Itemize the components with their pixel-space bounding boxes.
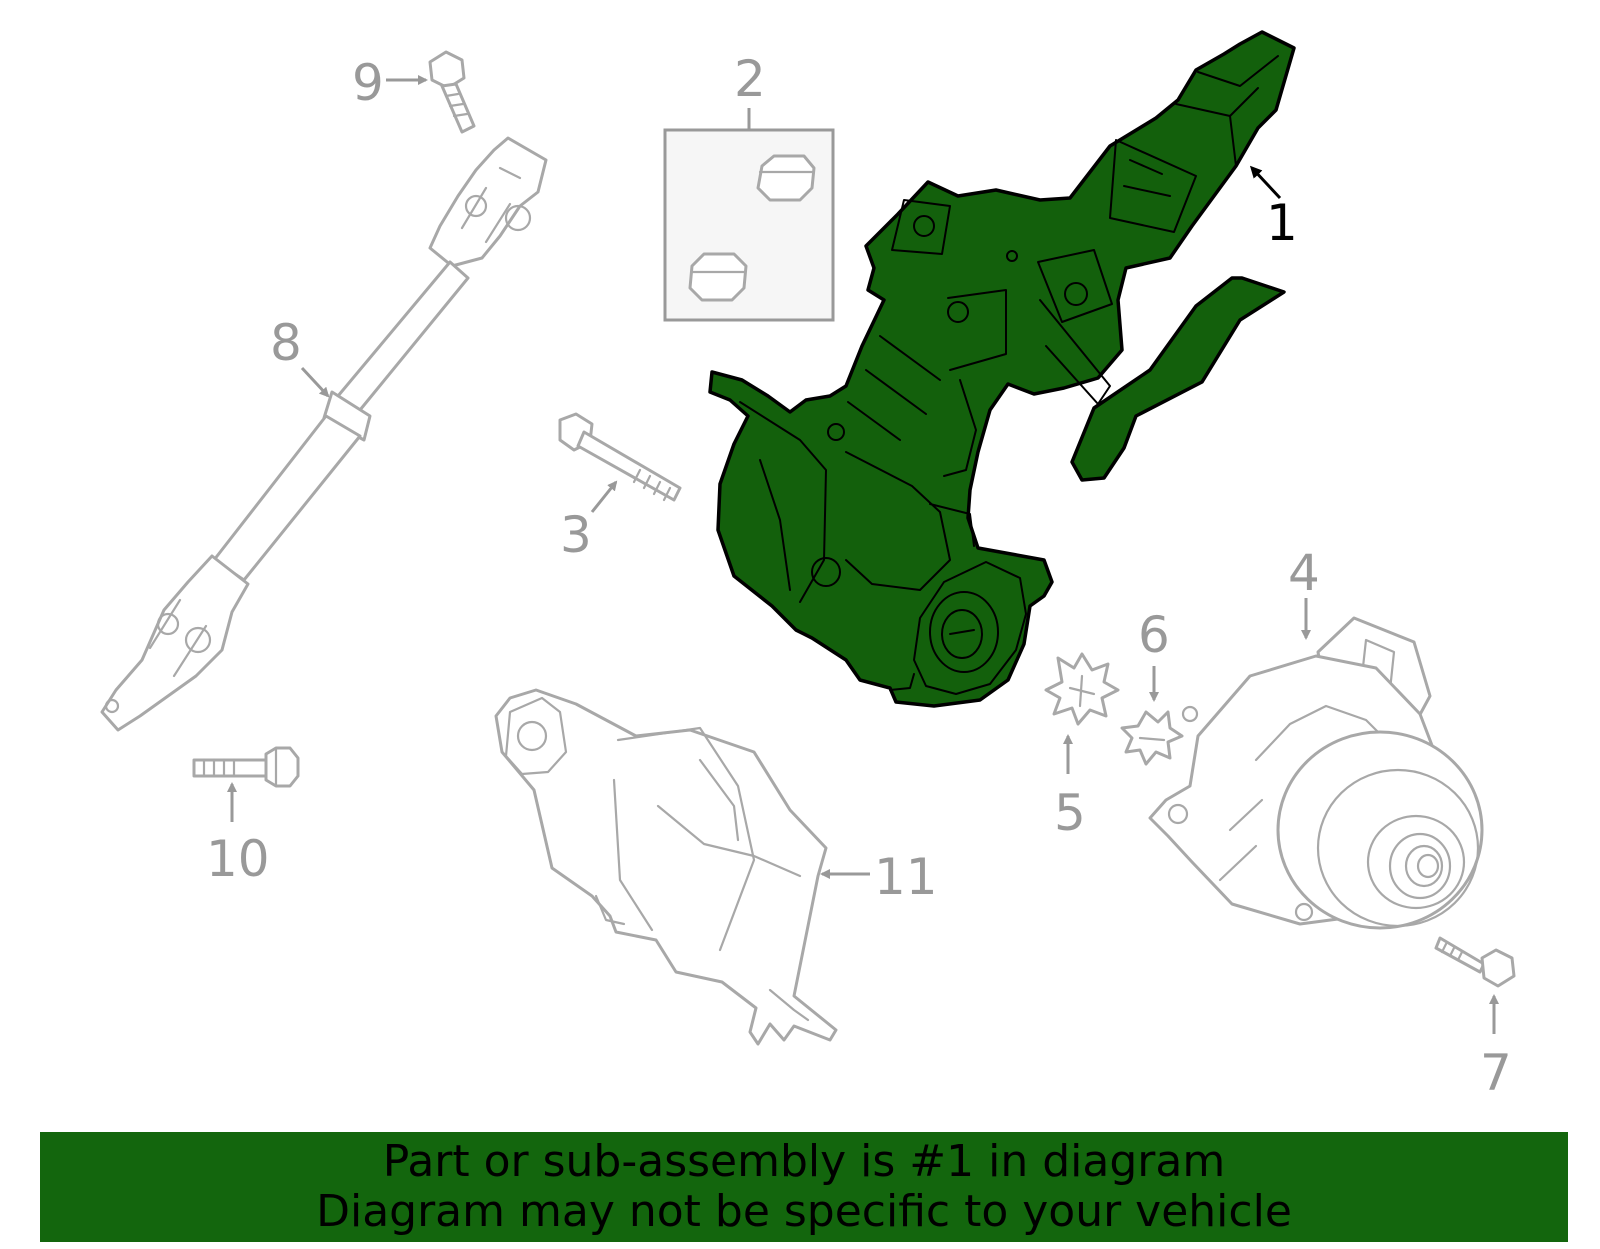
part-1-steering-column bbox=[708, 30, 1296, 708]
callout-11: 11 bbox=[874, 848, 938, 906]
part-5-coupler bbox=[1044, 652, 1120, 726]
part-9-bolt bbox=[428, 50, 476, 134]
part-4-assist-motor bbox=[1148, 616, 1484, 930]
banner-line-1: Part or sub-assembly is #1 in diagram bbox=[382, 1136, 1226, 1187]
callout-6: 6 bbox=[1138, 606, 1170, 664]
callout-2: 2 bbox=[734, 50, 766, 108]
callout-leaders bbox=[227, 75, 1499, 1034]
part-6-insulator bbox=[1120, 710, 1184, 766]
callout-5: 5 bbox=[1054, 784, 1086, 842]
part-8-intermediate-shaft bbox=[100, 136, 548, 732]
part-2-hardware-kit bbox=[663, 108, 835, 322]
callout-4: 4 bbox=[1288, 544, 1320, 602]
part-10-bolt bbox=[192, 746, 300, 788]
callout-7: 7 bbox=[1480, 1044, 1512, 1102]
callout-8: 8 bbox=[270, 314, 302, 372]
callout-1: 1 bbox=[1266, 194, 1298, 252]
callout-labels: 1 2 3 4 5 6 7 8 9 10 11 bbox=[206, 50, 1512, 1102]
part-11-cover bbox=[494, 688, 838, 1046]
banner-line-2: Diagram may not be specific to your vehi… bbox=[316, 1186, 1292, 1237]
callout-10: 10 bbox=[206, 830, 270, 888]
part-7-bolt bbox=[1434, 936, 1516, 988]
callout-9: 9 bbox=[352, 54, 384, 112]
info-banner: Part or sub-assembly is #1 in diagram Di… bbox=[40, 1132, 1568, 1242]
part-3-long-bolt bbox=[558, 412, 682, 502]
callout-3: 3 bbox=[560, 506, 592, 564]
